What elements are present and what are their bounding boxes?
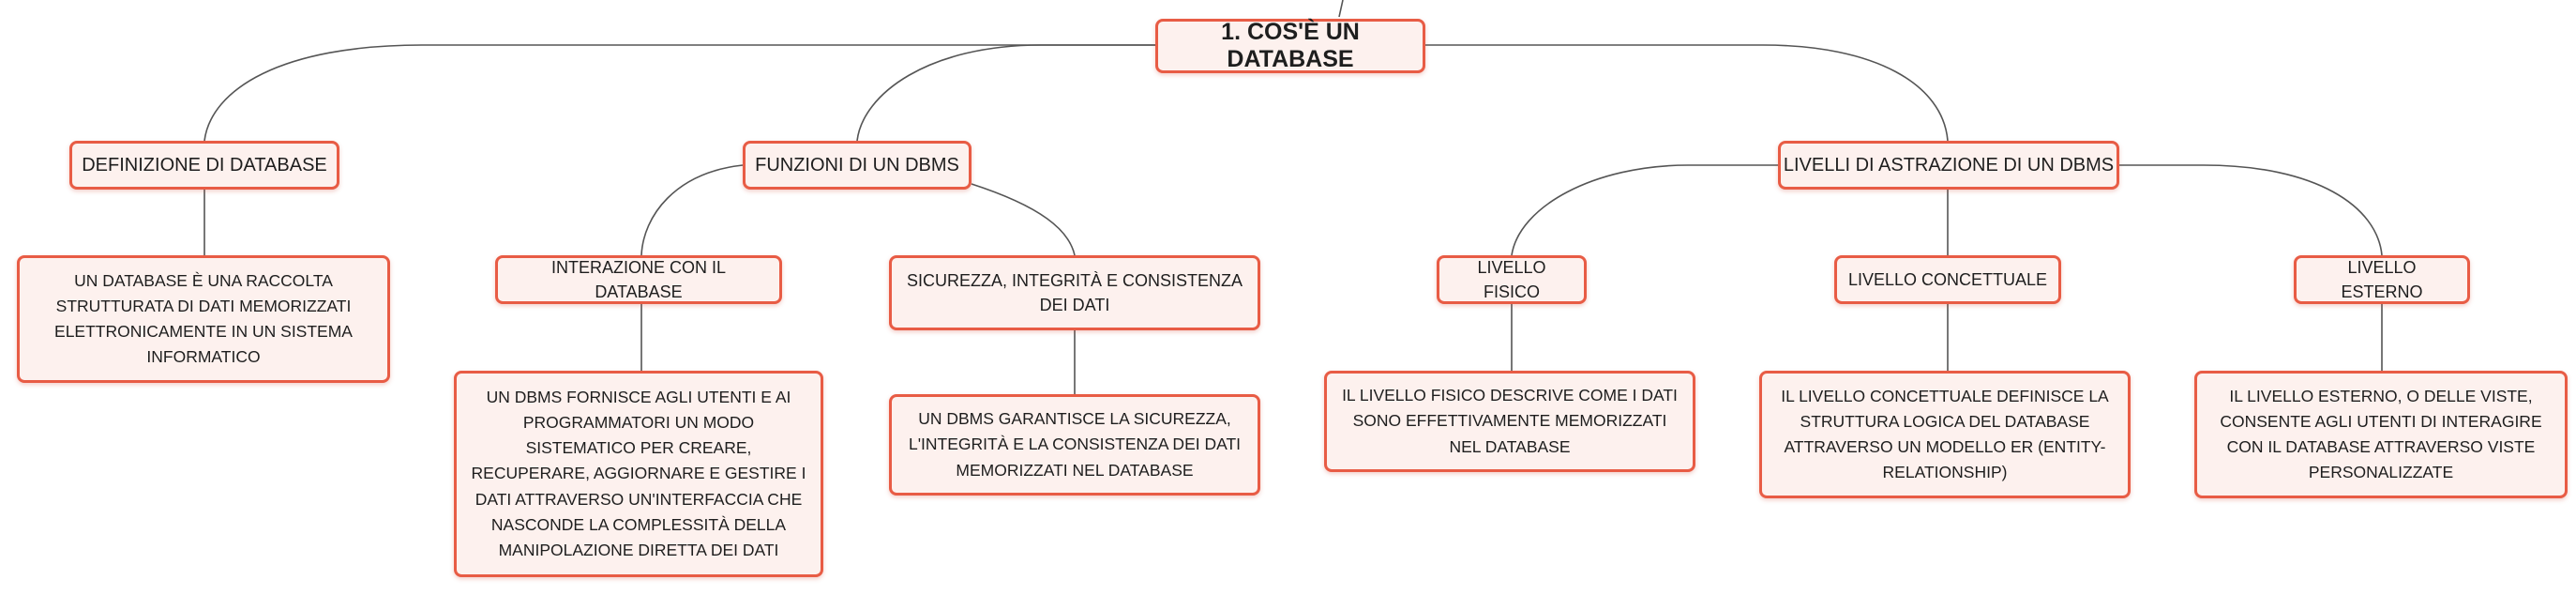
root-topic[interactable]: 1. COS'È UN DATABASE bbox=[1155, 19, 1425, 73]
sicurezza-text-label: UN DBMS GARANTISCE LA SICUREZZA, L'INTEG… bbox=[908, 409, 1242, 480]
edge-root-definizione bbox=[203, 44, 1155, 142]
fisico-text-label: IL LIVELLO FISICO DESCRIVE COME I DATI S… bbox=[1342, 386, 1678, 456]
subtopic-sicurezza-label: SICUREZZA, INTEGRITÀ E CONSISTENZA DEI D… bbox=[906, 270, 1243, 314]
edge-livelli-esterno bbox=[2119, 164, 2383, 256]
topic-definizione[interactable]: DEFINIZIONE DI DATABASE bbox=[69, 141, 339, 190]
topic-livelli-label: LIVELLI DI ASTRAZIONE DI UN DBMS bbox=[1783, 154, 2115, 175]
concettuale-text-label: IL LIVELLO CONCETTUALE DEFINISCE LA STRU… bbox=[1781, 386, 2109, 482]
concettuale-text[interactable]: IL LIVELLO CONCETTUALE DEFINISCE LA STRU… bbox=[1759, 371, 2131, 498]
topic-funzioni-label: FUNZIONI DI UN DBMS bbox=[755, 154, 959, 175]
subtopic-sicurezza[interactable]: SICUREZZA, INTEGRITÀ E CONSISTENZA DEI D… bbox=[889, 255, 1260, 330]
subtopic-interazione[interactable]: INTERAZIONE CON IL DATABASE bbox=[495, 255, 782, 304]
edge-funzioni-interazione bbox=[640, 164, 744, 256]
edge-parent bbox=[1338, 0, 1344, 18]
subtopic-concettuale[interactable]: LIVELLO CONCETTUALE bbox=[1834, 255, 2061, 304]
root-topic-label: 1. COS'È UN DATABASE bbox=[1221, 19, 1360, 72]
subtopic-esterno-label: LIVELLO ESTERNO bbox=[2341, 257, 2423, 301]
subtopic-fisico[interactable]: LIVELLO FISICO bbox=[1437, 255, 1587, 304]
subtopic-concettuale-label: LIVELLO CONCETTUALE bbox=[1847, 269, 2048, 289]
topic-funzioni[interactable]: FUNZIONI DI UN DBMS bbox=[743, 141, 972, 190]
topic-definizione-label: DEFINIZIONE DI DATABASE bbox=[82, 154, 327, 175]
definizione-text-label: UN DATABASE È UNA RACCOLTA STRUTTURATA D… bbox=[54, 270, 353, 367]
topic-livelli[interactable]: LIVELLI DI ASTRAZIONE DI UN DBMS bbox=[1778, 141, 2119, 190]
esterno-text-label: IL LIVELLO ESTERNO, O DELLE VISTE, CONSE… bbox=[2220, 386, 2542, 482]
subtopic-interazione-label: INTERAZIONE CON IL DATABASE bbox=[550, 257, 727, 301]
definizione-text[interactable]: UN DATABASE È UNA RACCOLTA STRUTTURATA D… bbox=[17, 255, 390, 383]
esterno-text[interactable]: IL LIVELLO ESTERNO, O DELLE VISTE, CONSE… bbox=[2194, 371, 2568, 498]
edge-root-funzioni bbox=[856, 44, 1155, 142]
interazione-text-label: UN DBMS FORNISCE AGLI UTENTI E AI PROGRA… bbox=[471, 388, 806, 559]
fisico-text[interactable]: IL LIVELLO FISICO DESCRIVE COME I DATI S… bbox=[1324, 371, 1695, 472]
edge-livelli-fisico bbox=[1511, 164, 1778, 256]
sicurezza-text[interactable]: UN DBMS GARANTISCE LA SICUREZZA, L'INTEG… bbox=[889, 394, 1260, 496]
interazione-text[interactable]: UN DBMS FORNISCE AGLI UTENTI E AI PROGRA… bbox=[454, 371, 823, 577]
edge-root-livelli bbox=[1425, 44, 1949, 142]
edge-funzioni-sicurezza bbox=[971, 183, 1076, 256]
subtopic-esterno[interactable]: LIVELLO ESTERNO bbox=[2294, 255, 2470, 304]
subtopic-fisico-label: LIVELLO FISICO bbox=[1477, 257, 1546, 301]
